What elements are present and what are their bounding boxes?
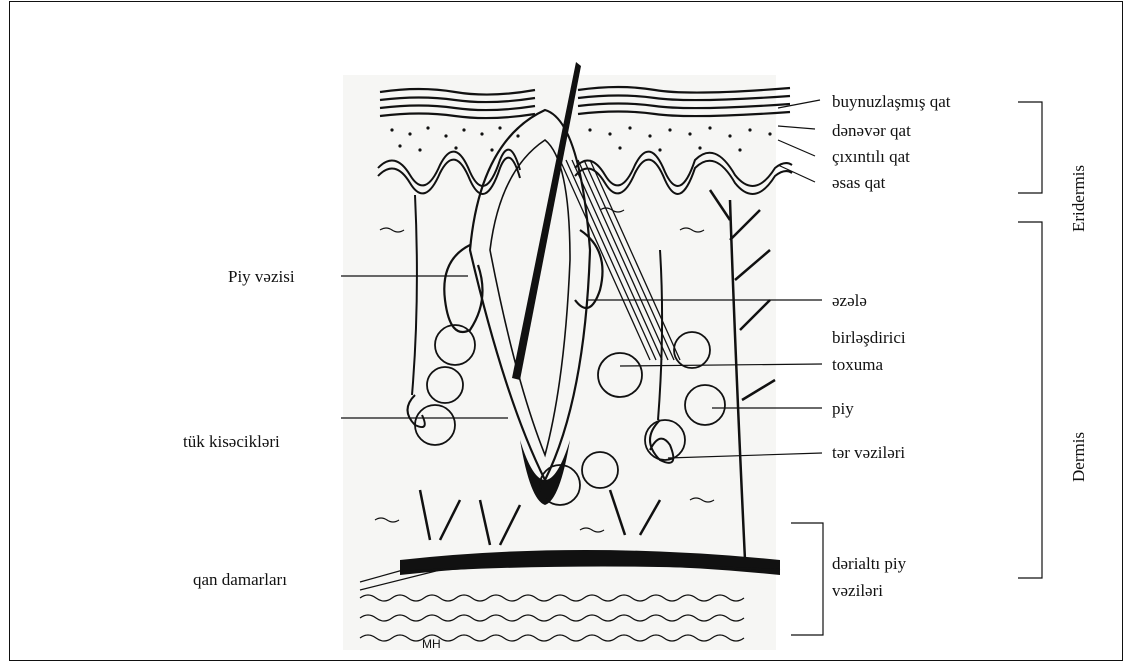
brackets [791,102,1042,635]
label-connective-tissue-line2: toxuma [832,355,883,374]
label-muscle: əzələ [832,291,867,310]
label-dermis: Dermis [1069,432,1088,482]
label-stratum-corneum: buynuzlaşmış qat [832,92,951,111]
label-hair-follicles: tük kisəcikləri [183,432,280,451]
label-epidermis: Eridermis [1069,165,1088,232]
label-sebaceous-gland: Piy vəzisi [228,267,295,286]
bracket-epidermis [1018,102,1042,193]
label-connective-tissue-line1: birləşdirici [832,328,906,347]
leader-stratum-spinosum [778,140,815,156]
label-stratum-granulosum: dənəvər qat [832,121,911,140]
label-blood-vessels: qan damarları [193,570,287,589]
label-fat: piy [832,399,854,418]
artist-signature: MH [422,637,441,651]
bracket-dermis [1018,222,1042,578]
skin-illustration: MH [343,62,792,651]
label-sweat-glands: tər vəziləri [832,443,905,462]
leader-stratum-granulosum [778,126,815,129]
label-stratum-basale: əsas qat [832,173,886,192]
leader-stratum-basale [778,165,815,182]
label-subcutaneous-line1: dərialtı piy [832,554,907,573]
bracket-subcutaneous [791,523,823,635]
label-stratum-spinosum: çıxıntılı qat [832,147,910,166]
label-subcutaneous-line2: vəziləri [832,581,883,600]
